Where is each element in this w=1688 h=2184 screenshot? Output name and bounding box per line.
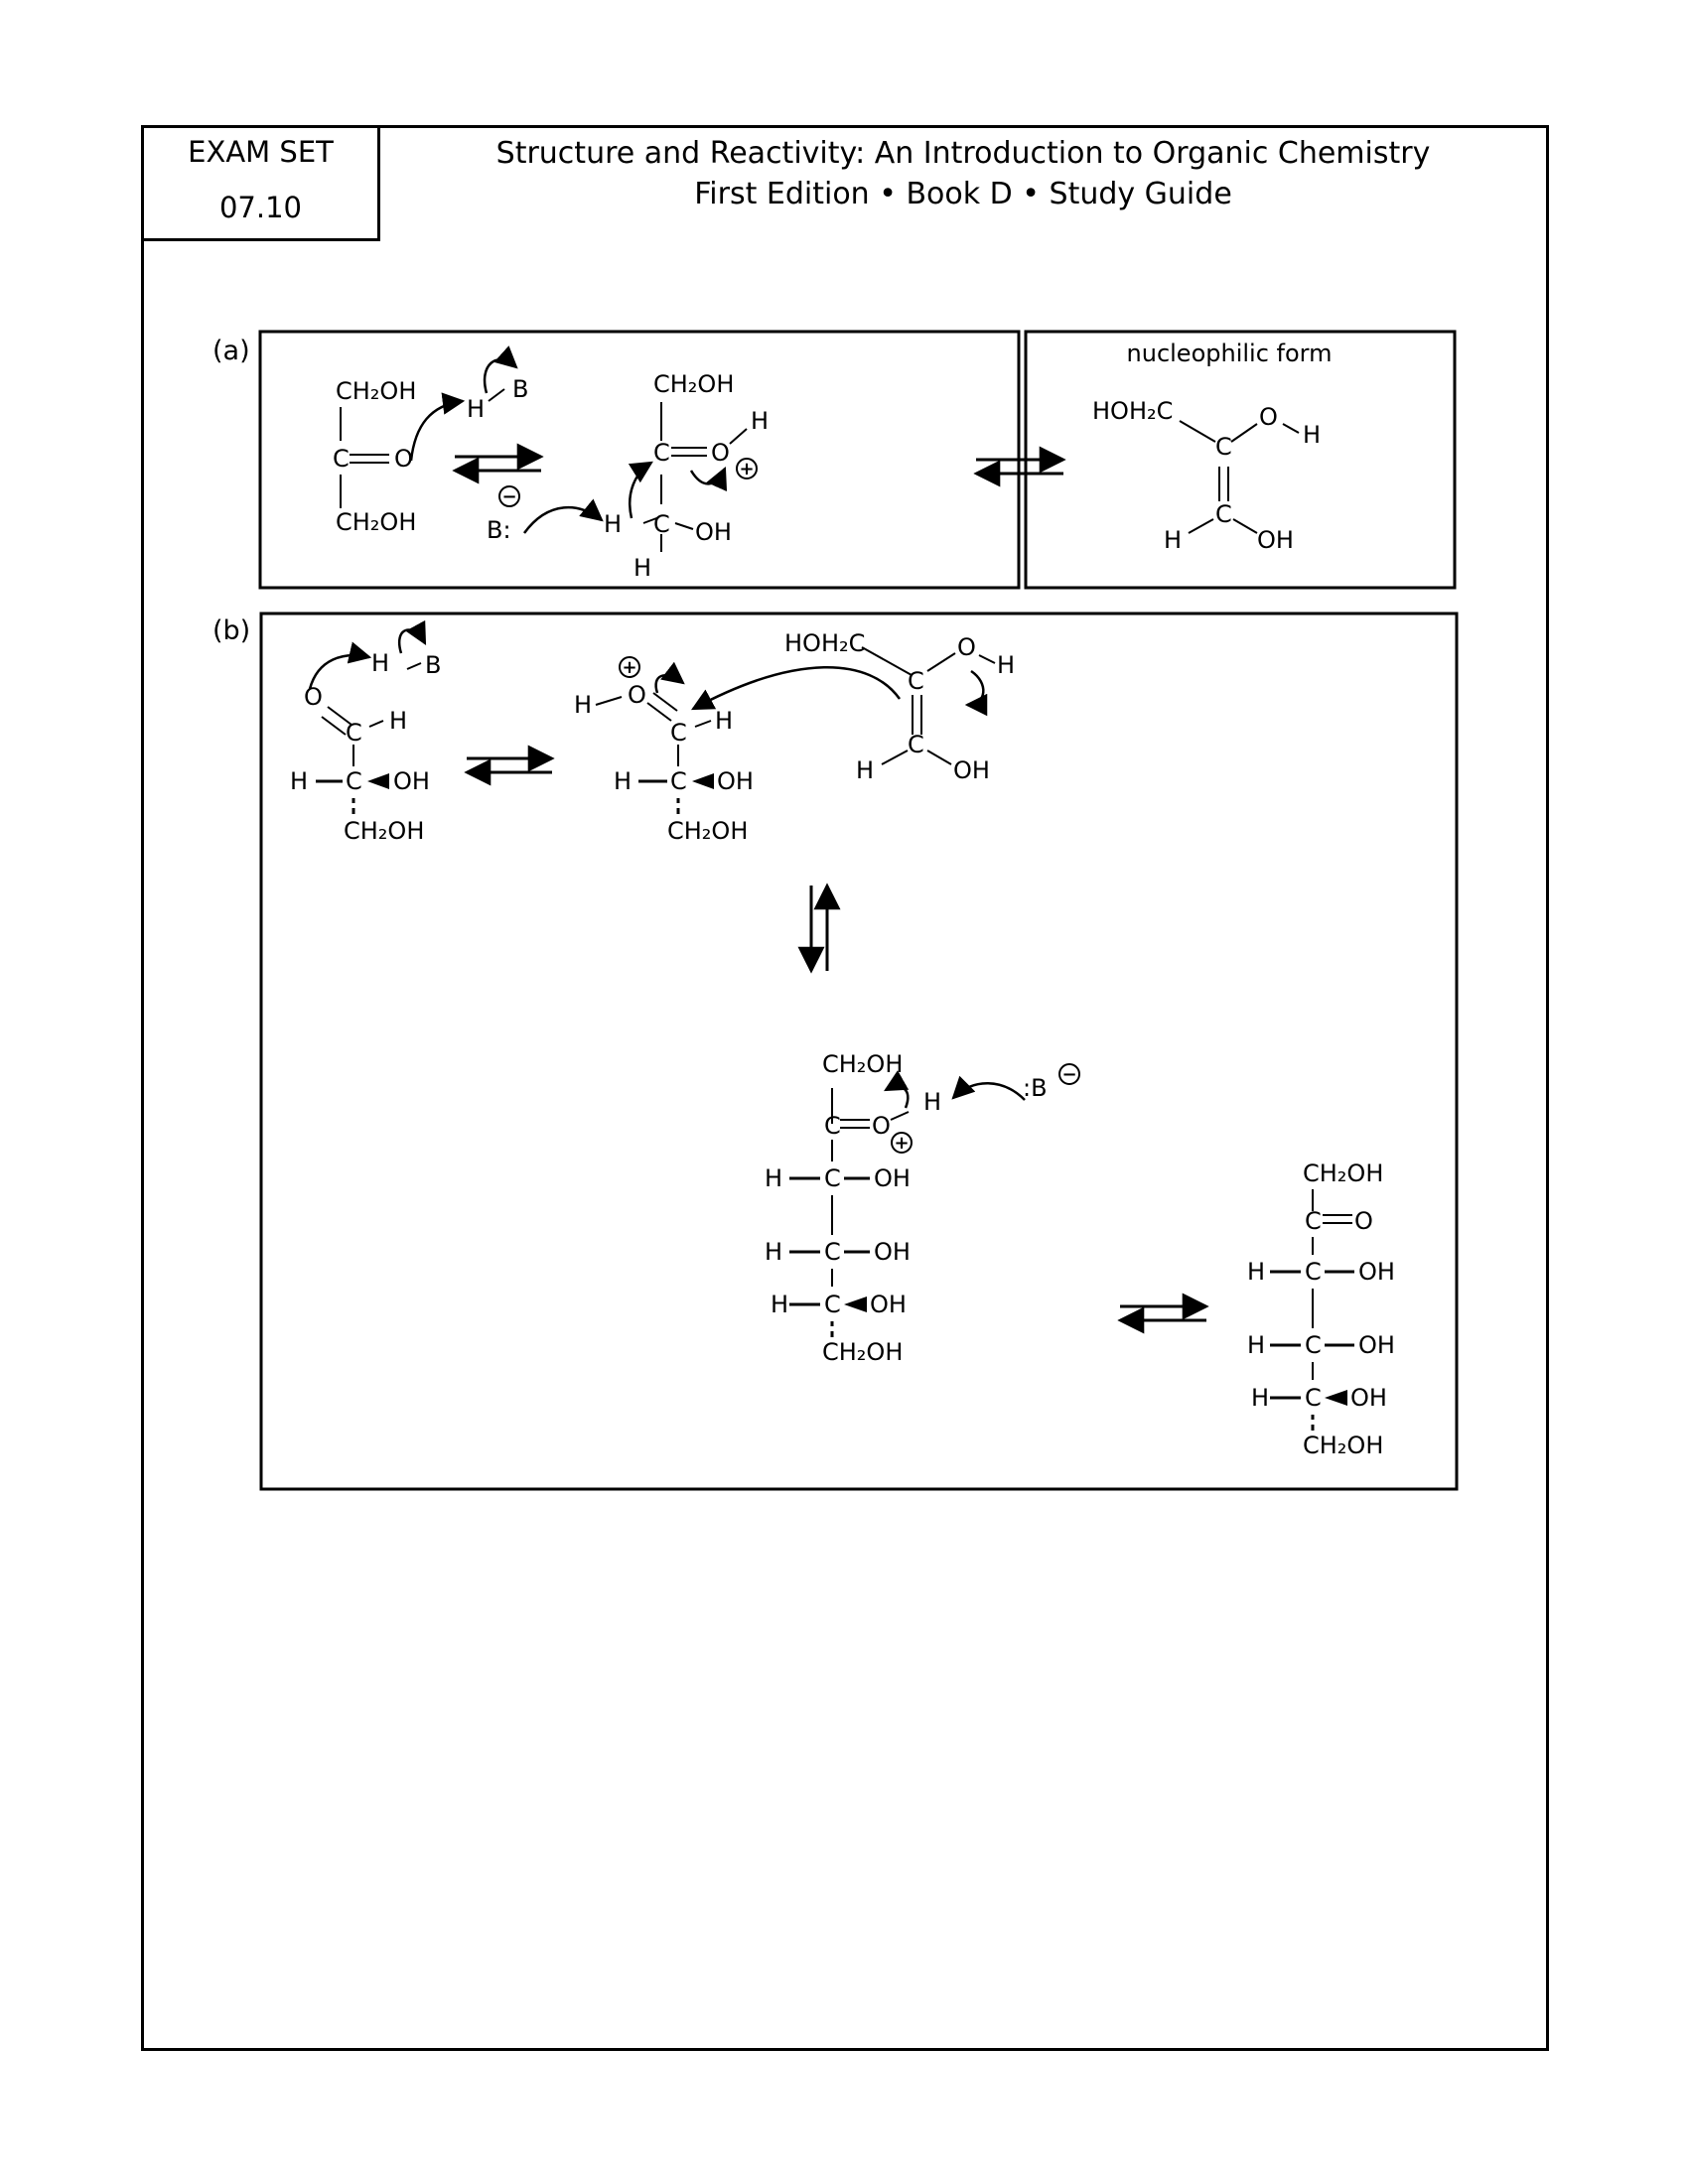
atom-label: O	[872, 1112, 891, 1140]
atom-label: HOH₂C	[784, 629, 865, 657]
atom-label: OH	[1350, 1384, 1387, 1412]
atom-label: C	[908, 731, 924, 758]
atom-label: C	[333, 445, 350, 473]
negative-charge-icon: −	[1061, 1064, 1076, 1085]
atom-label: C	[824, 1291, 841, 1318]
atom-label: C	[1215, 433, 1232, 461]
atom-label: H	[1247, 1258, 1265, 1286]
atom-label: C	[1305, 1331, 1322, 1359]
atom-label: OH	[1358, 1331, 1395, 1359]
exam-set-number: 07.10	[218, 191, 303, 224]
part-a-molecules: CH₂OH C O CH₂OH H B B: CH₂OH C O H H C O…	[333, 370, 1321, 582]
atom-label: H	[1251, 1384, 1269, 1412]
atom-label: H	[715, 707, 733, 735]
atom-label: H	[765, 1164, 782, 1192]
atom-label: C	[1215, 500, 1232, 528]
part-a-right-frame	[1024, 330, 1457, 590]
part-b-label: (b)	[212, 615, 250, 646]
atom-label: C	[346, 719, 362, 747]
atom-label: C	[653, 510, 670, 538]
book-title: Structure and Reactivity: An Introductio…	[495, 136, 1431, 171]
atom-label: C	[824, 1164, 841, 1192]
atom-label: CH₂OH	[336, 377, 416, 405]
atom-label: H	[765, 1238, 782, 1266]
atom-label: C	[653, 439, 670, 467]
atom-label: H	[467, 395, 485, 423]
atom-label: OH	[870, 1291, 907, 1318]
atom-label: :B	[1023, 1074, 1048, 1102]
atom-label: CH₂OH	[336, 508, 416, 536]
atom-label: H	[856, 756, 874, 784]
positive-charge-icon: +	[894, 1133, 909, 1154]
part-b-molecules: O C H H B H C OH CH₂OH H O C H H C OH CH…	[290, 629, 1395, 1459]
positive-charge-icon: +	[622, 657, 636, 678]
atom-label: C	[1305, 1258, 1322, 1286]
atom-label: O	[304, 683, 323, 711]
atom-label: CH₂OH	[1303, 1160, 1383, 1187]
atom-label: C	[1305, 1384, 1322, 1412]
part-b-frame	[259, 612, 1459, 1491]
atom-label: C	[1305, 1207, 1322, 1235]
exam-set-box: EXAM SET 07.10	[141, 125, 380, 241]
atom-label: CH₂OH	[1303, 1432, 1383, 1459]
atom-label: H	[923, 1088, 941, 1116]
atom-label: OH	[1358, 1258, 1395, 1286]
part-a-label: (a)	[212, 336, 250, 366]
atom-label: H	[290, 767, 308, 795]
atom-label: H	[1303, 421, 1321, 449]
atom-label: OH	[695, 518, 732, 546]
atom-label: H	[389, 707, 407, 735]
atom-label: C	[670, 719, 687, 747]
negative-charge-icon: −	[501, 486, 516, 507]
atom-label: H	[614, 767, 632, 795]
atom-label: OH	[953, 756, 990, 784]
atom-label: O	[957, 633, 976, 661]
atom-label: CH₂OH	[822, 1338, 903, 1366]
atom-label: C	[346, 767, 362, 795]
positive-charge-icon: +	[739, 459, 754, 479]
book-subtitle: First Edition • Book D • Study Guide	[694, 177, 1232, 211]
atom-label: CH₂OH	[667, 817, 748, 845]
atom-label: OH	[874, 1238, 911, 1266]
atom-label: C	[908, 667, 924, 695]
atom-label: O	[1354, 1207, 1373, 1235]
part-a-left-frame	[258, 330, 1021, 590]
atom-label: H	[771, 1291, 788, 1318]
atom-label: C	[824, 1112, 841, 1140]
page-frame	[141, 125, 1549, 2051]
atom-label: OH	[393, 767, 430, 795]
atom-label: H	[574, 691, 592, 719]
atom-label: H	[604, 510, 622, 538]
atom-label: HOH₂C	[1092, 397, 1173, 425]
atom-label: H	[371, 649, 389, 677]
exam-set-label: EXAM SET	[188, 135, 334, 169]
atom-label: OH	[874, 1164, 911, 1192]
atom-label: B:	[487, 516, 511, 544]
atom-label: H	[997, 651, 1015, 679]
atom-label: B	[512, 375, 528, 403]
atom-label: B	[425, 651, 441, 679]
atom-label: O	[1259, 403, 1278, 431]
atom-label: O	[711, 439, 730, 467]
atom-label: CH₂OH	[822, 1050, 903, 1078]
atom-label: O	[394, 445, 413, 473]
atom-label: C	[670, 767, 687, 795]
nucleophilic-form-caption: nucleophilic form	[1127, 340, 1333, 367]
atom-label: H	[1247, 1331, 1265, 1359]
atom-label: H	[751, 407, 769, 435]
atom-label: CH₂OH	[344, 817, 424, 845]
atom-label: C	[824, 1238, 841, 1266]
atom-label: CH₂OH	[653, 370, 734, 398]
atom-label: OH	[717, 767, 754, 795]
atom-label: H	[633, 554, 651, 582]
page-header: Structure and Reactivity: An Introductio…	[387, 133, 1539, 214]
charge-signs: − + + − +	[501, 459, 1076, 1154]
atom-label: H	[1164, 526, 1182, 554]
atom-label: OH	[1257, 526, 1294, 554]
atom-label: O	[628, 681, 646, 709]
